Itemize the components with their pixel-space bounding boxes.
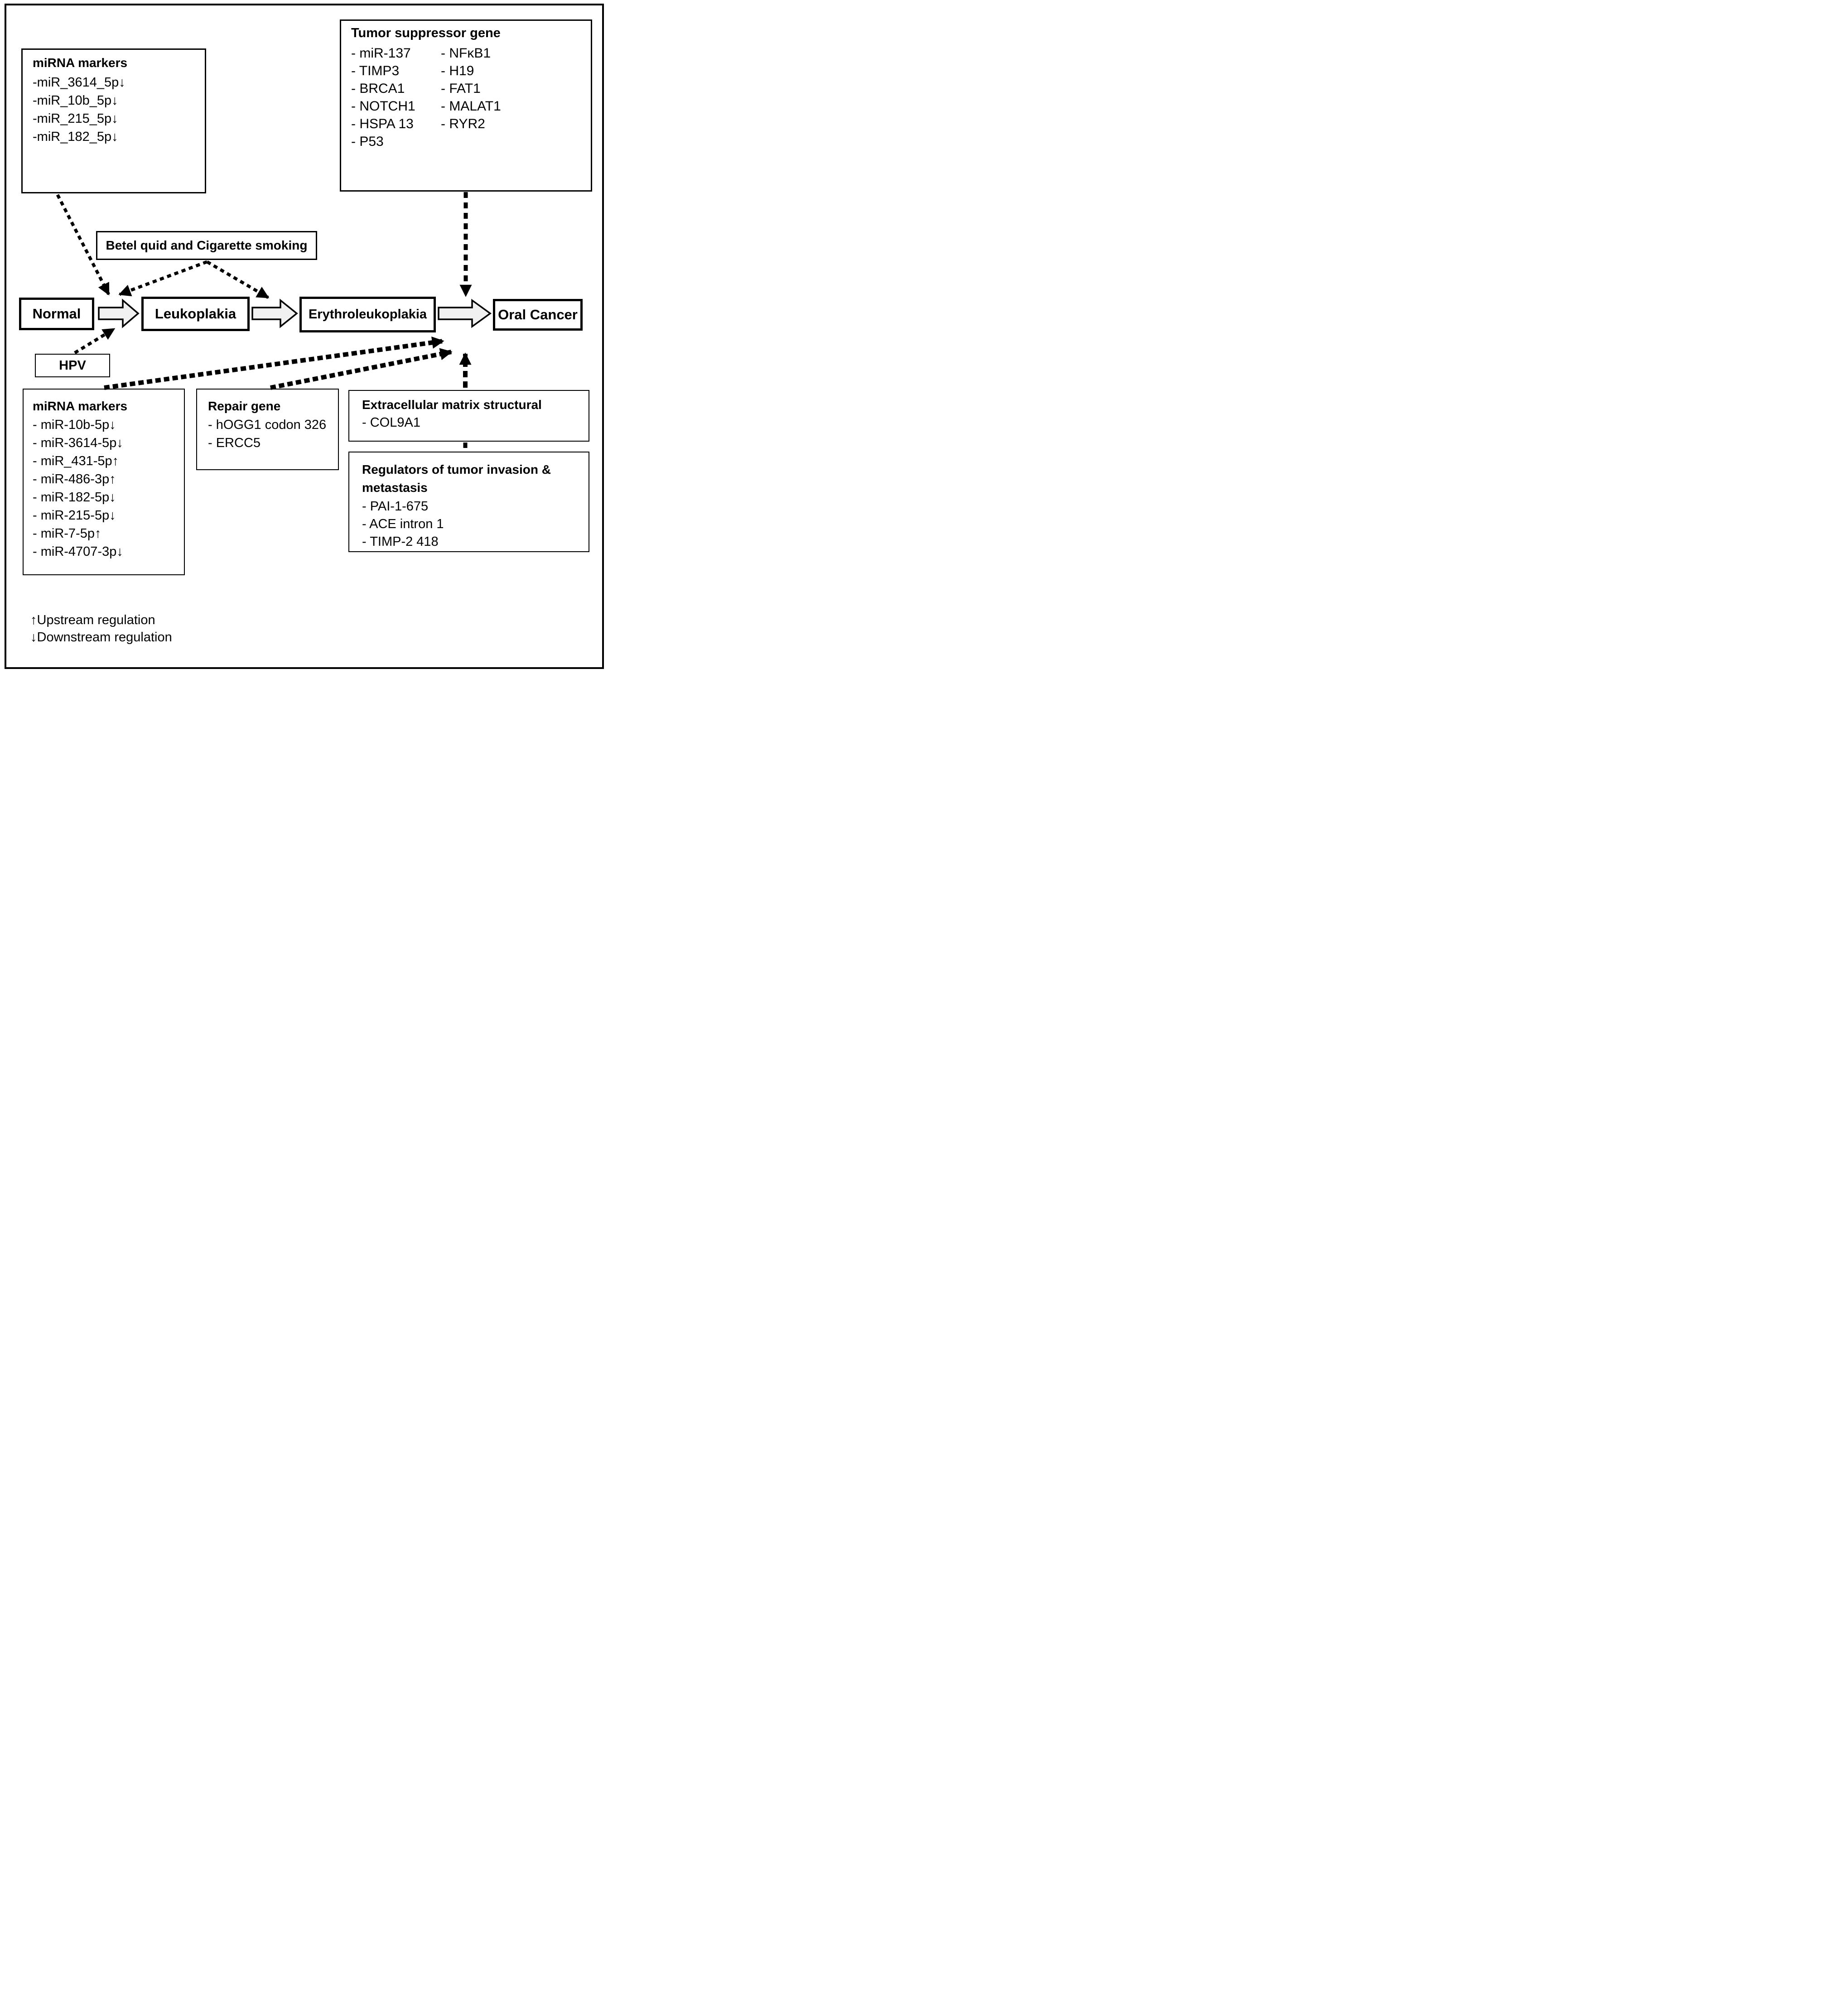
stage-oral-cancer-label: Oral Cancer (498, 307, 578, 322)
tumor-suppressor-item: - MALAT1 (441, 99, 501, 114)
stage-oral-cancer-box: Oral Cancer (493, 299, 583, 331)
tumor-suppressor-title: Tumor suppressor gene (351, 26, 501, 40)
mirna-top-item: -miR_182_5p↓ (33, 130, 118, 144)
mirna-top-item: -miR_10b_5p↓ (33, 93, 118, 108)
stage-leukoplakia-label: Leukoplakia (154, 306, 236, 322)
repair-gene-item: - ERCC5 (208, 436, 261, 450)
repair-gene-box: Repair gene - hOGG1 codon 326 - ERCC5 (196, 389, 339, 470)
stage-erythroleukoplakia-box: Erythroleukoplakia (299, 297, 436, 332)
hpv-label: HPV (59, 358, 86, 373)
regulators-invasion-item: - PAI-1-675 (362, 499, 429, 514)
stage-normal-box: Normal (19, 298, 94, 330)
repair-gene-title: Repair gene (208, 399, 281, 413)
extracellular-matrix-title: Extracellular matrix structural (362, 398, 542, 412)
mirna-markers-top-title: miRNA markers (33, 56, 128, 70)
legend-downstream: ↓Downstream regulation (30, 630, 172, 645)
mirna-bottom-item: - miR-3614-5p↓ (33, 436, 123, 450)
mirna-markers-bottom-box: miRNA markers - miR-10b-5p↓ - miR-3614-5… (23, 389, 185, 575)
tumor-suppressor-gene-box: Tumor suppressor gene - miR-137 - TIMP3 … (340, 19, 592, 192)
mirna-top-item: -miR_3614_5p↓ (33, 75, 125, 90)
repair-gene-item: - hOGG1 codon 326 (208, 418, 327, 432)
betel-quid-smoking-label: Betel quid and Cigarette smoking (106, 238, 308, 252)
tumor-suppressor-item: - BRCA1 (351, 81, 405, 96)
tumor-suppressor-item: - miR-137 (351, 46, 411, 61)
tumor-suppressor-item: - P53 (351, 134, 384, 149)
mirna-markers-top-box: miRNA markers -miR_3614_5p↓ -miR_10b_5p↓… (21, 48, 206, 193)
mirna-top-item: -miR_215_5p↓ (33, 111, 118, 126)
tumor-suppressor-item: - HSPA 13 (351, 116, 414, 131)
tumor-suppressor-item: - NFκB1 (441, 46, 491, 61)
stage-normal-label: Normal (32, 306, 81, 322)
extracellular-matrix-item: - COL9A1 (362, 415, 420, 430)
mirna-bottom-item: - miR-215-5p↓ (33, 508, 116, 523)
hpv-box: HPV (35, 354, 110, 377)
mirna-bottom-item: - miR_431-5p↑ (33, 454, 119, 468)
stage-leukoplakia-box: Leukoplakia (141, 297, 250, 331)
tumor-suppressor-item: - NOTCH1 (351, 99, 415, 114)
mirna-bottom-item: - miR-182-5p↓ (33, 490, 116, 505)
stage-erythroleukoplakia-label: Erythroleukoplakia (308, 307, 427, 322)
diagram-page: { "boxes": { "mirna_top": { "title": "mi… (0, 0, 608, 672)
tumor-suppressor-item: - H19 (441, 63, 474, 78)
legend-upstream: ↑Upstream regulation (30, 613, 155, 627)
mirna-markers-bottom-title: miRNA markers (33, 399, 128, 413)
regulators-invasion-title: Regulators of tumor invasion & metastasi… (362, 462, 551, 495)
legend: ↑Upstream regulation ↓Downstream regulat… (30, 611, 172, 646)
regulators-invasion-box: Regulators of tumor invasion & metastasi… (348, 452, 589, 552)
betel-quid-smoking-box: Betel quid and Cigarette smoking (96, 231, 317, 260)
mirna-bottom-item: - miR-7-5p↑ (33, 526, 101, 541)
regulators-invasion-item: - TIMP-2 418 (362, 534, 439, 549)
mirna-bottom-item: - miR-4707-3p↓ (33, 544, 123, 559)
tumor-suppressor-item: - RYR2 (441, 116, 485, 131)
mirna-bottom-item: - miR-10b-5p↓ (33, 418, 116, 432)
regulators-invasion-item: - ACE intron 1 (362, 517, 444, 531)
extracellular-matrix-box: Extracellular matrix structural - COL9A1 (348, 390, 589, 442)
tumor-suppressor-item: - TIMP3 (351, 63, 400, 78)
mirna-bottom-item: - miR-486-3p↑ (33, 472, 116, 486)
tumor-suppressor-item: - FAT1 (441, 81, 481, 96)
